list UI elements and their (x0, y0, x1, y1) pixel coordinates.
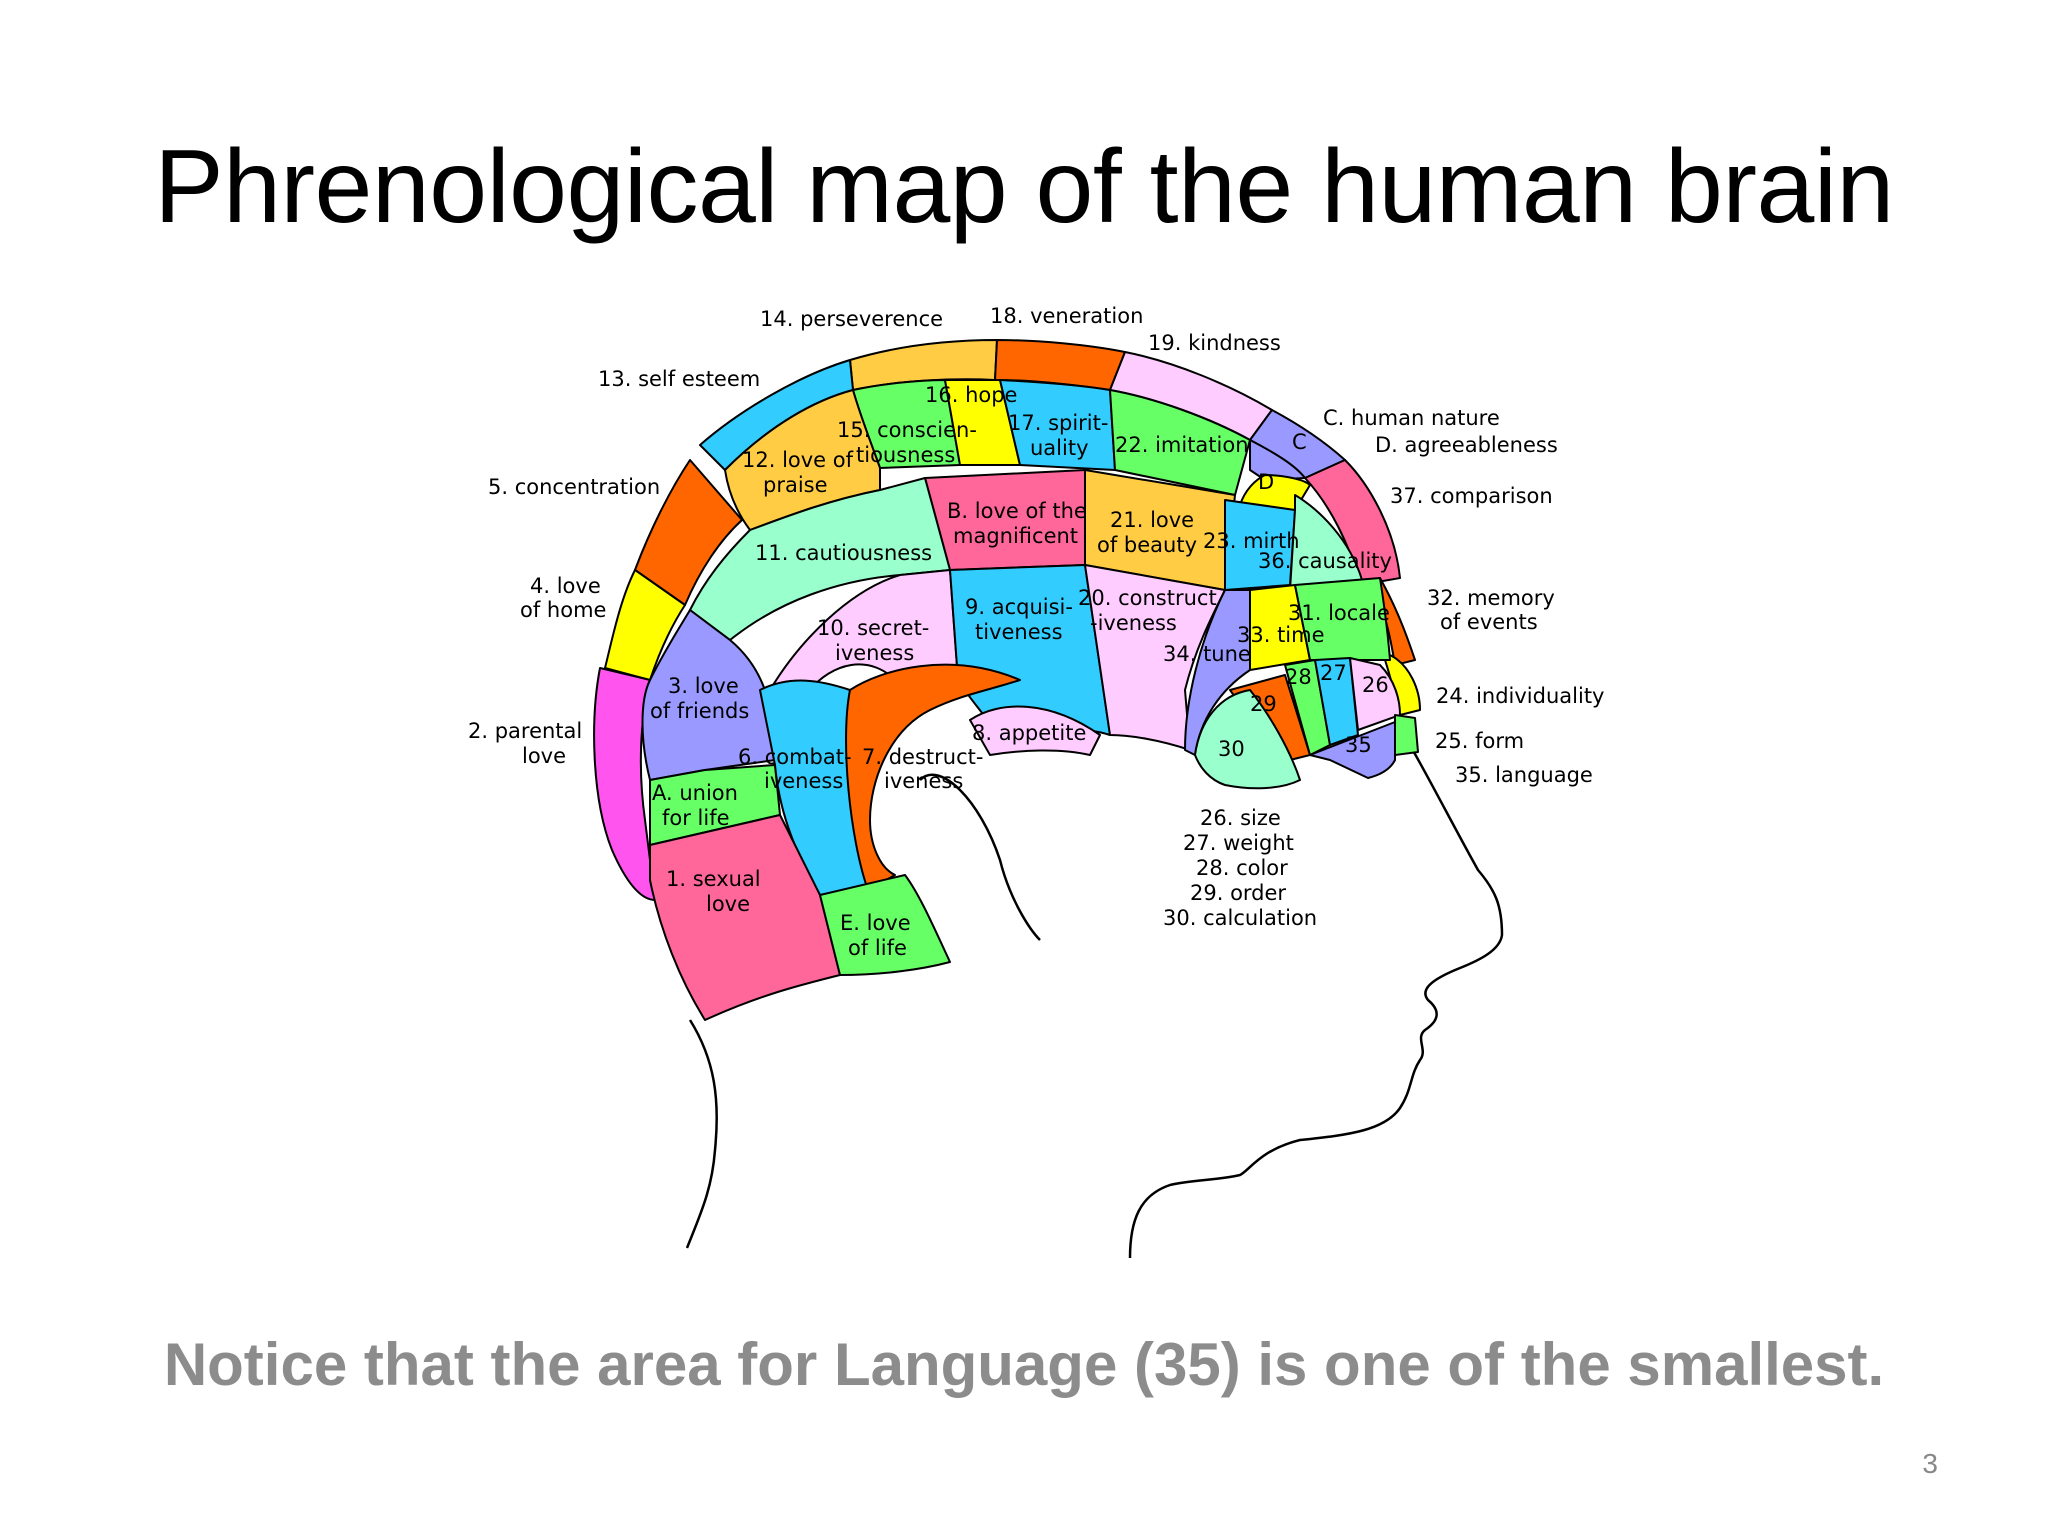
label-1-sexual: 1. sexual (666, 867, 761, 891)
label-12-love-of: 12. love of (742, 448, 854, 472)
slide-caption: Notice that the area for Language (35) i… (163, 1331, 1885, 1398)
label-9-tiveness: tiveness (975, 620, 1063, 644)
region-24-individuality (1384, 654, 1421, 716)
label-9-acquisi: 9. acquisi- (965, 595, 1073, 619)
label-4-love: 4. love (530, 574, 601, 598)
label-12-praise: praise (763, 473, 828, 497)
label-d-agreeableness: D. agreeableness (1375, 433, 1558, 457)
region-11-cautiousness (689, 477, 951, 641)
label-30: 30 (1218, 737, 1245, 761)
face-profile-outline (1128, 719, 1504, 1259)
label-8-appetite: 8. appetite (972, 721, 1086, 745)
region-e-love-of-life (819, 874, 951, 976)
label-26: 26 (1362, 673, 1389, 697)
region-27-weight (1314, 657, 1359, 746)
label-31-locale: 31. locale (1288, 601, 1390, 625)
label-d: D (1258, 470, 1274, 494)
label-b-love-of-the: B. love of the (947, 499, 1087, 523)
label-16-hope: 16. hope (925, 383, 1017, 407)
label-20-iveness: -iveness (1090, 611, 1177, 635)
label-17-uality: uality (1030, 436, 1089, 460)
label-2-love: love (522, 744, 566, 768)
label-4-of-home: of home (520, 598, 606, 622)
region-1-sexual-love (649, 814, 841, 1021)
region-10-secretiveness (769, 569, 959, 691)
label-c: C (1292, 430, 1307, 454)
slide-title: Phrenological map of the human brain (154, 129, 1894, 245)
label-18-veneration: 18. veneration (990, 304, 1143, 328)
label-35-language: 35. language (1455, 763, 1593, 787)
region-12-love-of-praise (724, 389, 881, 531)
label-3-of-friends: of friends (650, 699, 749, 723)
ear-outline (919, 773, 1041, 941)
key-26-size: 26. size (1200, 806, 1281, 830)
label-10-secret: 10. secret- (817, 616, 929, 640)
label-6-iveness: iveness (764, 769, 843, 793)
label-20-construct: 20. construct (1078, 586, 1217, 610)
label-17-spirit: 17. spirit- (1008, 411, 1108, 435)
label-7-destruct: 7. destruct- (862, 745, 983, 769)
label-13-self-esteem: 13. self esteem (598, 367, 760, 391)
label-36-causality: 36. causality (1258, 549, 1392, 573)
label-32-of-events: of events (1440, 610, 1538, 634)
label-10-iveness: iveness (835, 641, 914, 665)
label-25-form: 25. form (1435, 729, 1524, 753)
label-21-of-beauty: of beauty (1097, 533, 1197, 557)
label-e-love: E. love (840, 911, 911, 935)
label-1-love: love (706, 892, 750, 916)
region-7-destructiveness (845, 663, 1021, 891)
label-5-concentration: 5. concentration (488, 475, 660, 499)
region-3-love-of-friends (641, 609, 776, 781)
label-15-conscien: 15. conscien- (837, 418, 977, 442)
label-11-cautiousness: 11. cautiousness (755, 541, 932, 565)
key-27-weight: 27. weight (1183, 831, 1294, 855)
label-15-tiousness: tiousness (856, 443, 955, 467)
head-profile-outline (685, 1019, 718, 1249)
label-b-magnificent: magnificent (953, 524, 1078, 548)
label-7-iveness: iveness (884, 769, 963, 793)
region-25-form (1394, 714, 1419, 756)
region-2-parental-love (593, 667, 656, 901)
label-32-memory: 32. memory (1427, 586, 1555, 610)
region-30-calculation (1194, 689, 1301, 790)
region-34-tune (1184, 589, 1251, 756)
label-21-love: 21. love (1110, 508, 1194, 532)
label-22-imitation: 22. imitation (1115, 433, 1249, 457)
region-31-locale (1294, 577, 1391, 661)
label-28: 28 (1285, 665, 1312, 689)
label-6-combat: 6. combat- (738, 745, 852, 769)
label-27: 27 (1320, 661, 1347, 685)
label-a-union: A. union (652, 781, 738, 805)
page-number: 3 (1922, 1448, 1938, 1479)
label-14-perseverence: 14. perseverence (760, 307, 943, 331)
label-e-of-life: of life (848, 936, 907, 960)
label-35: 35 (1345, 733, 1372, 757)
label-c-human-nature: C. human nature (1323, 406, 1500, 430)
key-28-color: 28. color (1196, 856, 1288, 880)
key-29-order: 29. order (1190, 881, 1286, 905)
label-3-love: 3. love (668, 674, 739, 698)
label-19-kindness: 19. kindness (1148, 331, 1281, 355)
label-29: 29 (1250, 692, 1277, 716)
label-33-time: 33. time (1237, 623, 1325, 647)
region-8-appetite (969, 705, 1101, 756)
key-30-calculation: 30. calculation (1163, 906, 1317, 930)
label-37-comparison: 37. comparison (1390, 484, 1553, 508)
label-24-individuality: 24. individuality (1436, 684, 1604, 708)
label-2-parental: 2. parental (468, 719, 582, 743)
label-23-mirth: 23. mirth (1203, 529, 1300, 553)
label-34-tune: 34. tune (1163, 642, 1251, 666)
region-35-language (1309, 721, 1396, 779)
label-a-for-life: for life (662, 806, 730, 830)
